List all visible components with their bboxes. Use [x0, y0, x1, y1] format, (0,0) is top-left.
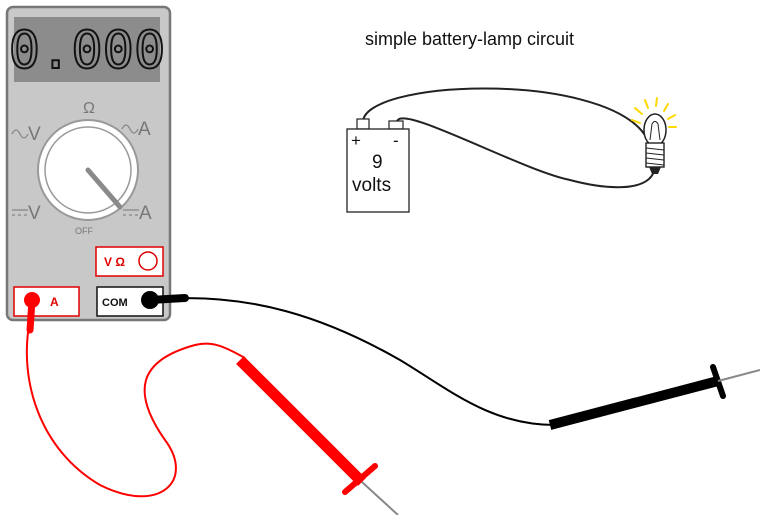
red-lead-plug [24, 292, 40, 334]
battery: + - 9 volts [346, 118, 410, 213]
ac-amps-label: A [138, 119, 151, 140]
battery-lamp-circuit: + - 9 volts [346, 87, 677, 213]
battery-body [346, 128, 410, 213]
black-probe-handle [548, 376, 720, 430]
ac-wave-icon [121, 124, 139, 134]
jack-amps[interactable] [13, 286, 80, 317]
battery-voltage-unit: volts [352, 175, 391, 196]
jack-v-ohm-label: V Ω [104, 255, 125, 269]
black-lead-plug [141, 291, 189, 309]
meter-display [14, 17, 160, 82]
ohms-position-label: Ω [83, 100, 95, 117]
red-probe-tip [361, 481, 399, 515]
dc-symbol-icon [123, 209, 139, 216]
black-probe-guard [710, 364, 726, 399]
dc-volts-label: V [28, 203, 41, 224]
red-probe-guard [342, 463, 378, 495]
black-test-lead [149, 297, 760, 430]
red-lead-wire [25, 319, 246, 498]
battery-terminal-negative [388, 120, 404, 130]
ac-wave-icon [11, 129, 29, 139]
jack-amps-label: A [50, 295, 59, 309]
lamp-bulb [643, 113, 667, 147]
red-probe-handle [236, 356, 366, 486]
multimeter: 0.000 Ω V A V A OFF V Ω A COM [5, 5, 172, 322]
dc-amps-label: A [139, 203, 152, 224]
black-probe-tip [717, 369, 760, 382]
lamp-filament [649, 121, 661, 141]
lamp [631, 97, 677, 174]
ac-volts-label: V [28, 124, 41, 145]
battery-terminal-positive [356, 118, 370, 130]
dc-symbol-icon [12, 209, 28, 216]
meter-display-readout: 0.000 [9, 21, 166, 81]
red-test-lead [25, 319, 399, 515]
wire-negative [395, 117, 656, 189]
battery-voltage-value: 9 [372, 152, 383, 173]
off-position-label: OFF [75, 226, 93, 236]
jack-v-ohm-socket[interactable] [138, 251, 158, 271]
wire-positive [361, 87, 646, 136]
lamp-tip [649, 167, 661, 174]
black-lead-wire [149, 297, 556, 426]
selector-dial-pointer [85, 167, 123, 210]
jack-com-label: COM [102, 297, 128, 309]
lamp-glow-rays [631, 97, 677, 128]
diagram-caption: simple battery-lamp circuit [365, 29, 574, 49]
battery-minus-sign: - [393, 131, 399, 150]
battery-plus-sign: + [351, 131, 361, 150]
